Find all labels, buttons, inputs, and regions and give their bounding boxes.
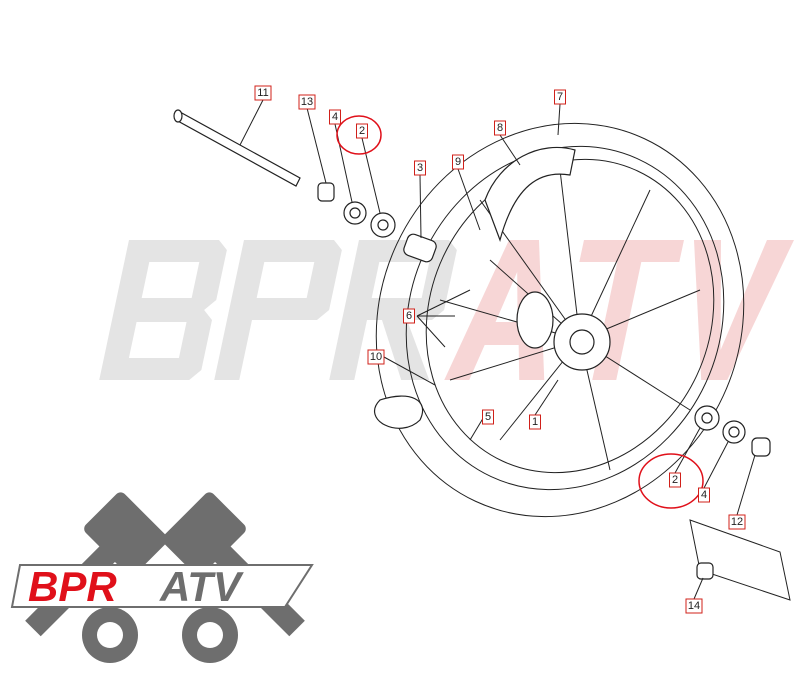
- logo-text-bpr: BPR: [28, 563, 117, 610]
- callout-box: [554, 89, 566, 105]
- callout-14: 14: [685, 598, 703, 614]
- callout-1: 1: [529, 414, 541, 430]
- callout-number: 14: [688, 600, 700, 612]
- callout-11: 11: [254, 85, 272, 101]
- callout-box: [367, 349, 385, 365]
- rim-band: [484, 146, 576, 242]
- callout-number: 10: [370, 351, 382, 363]
- watermark: [99, 240, 794, 380]
- callout-number: 4: [701, 489, 707, 501]
- callout-8: 8: [494, 120, 506, 136]
- callout-12: 12: [728, 514, 746, 530]
- callout-box: [698, 487, 710, 503]
- callout-number: 4: [332, 111, 338, 123]
- highlight-circle-bearing-right: [638, 453, 704, 509]
- callout-13: 13: [298, 94, 316, 110]
- callout-2: 2: [669, 472, 681, 488]
- callout-box: [329, 109, 341, 125]
- callout-3: 3: [414, 160, 426, 176]
- callout-number: 5: [485, 411, 491, 423]
- highlight-circle-bearing-left: [336, 115, 382, 155]
- callout-number: 2: [672, 474, 678, 486]
- callout-6: 6: [403, 308, 415, 324]
- callout-4: 4: [329, 109, 341, 125]
- callout-box: [298, 94, 316, 110]
- callout-9: 9: [452, 154, 464, 170]
- callout-number: 2: [359, 125, 365, 137]
- callout-number: 13: [301, 96, 313, 108]
- callout-box: [669, 472, 681, 488]
- bpratv-logo: BPR ATV: [10, 492, 314, 663]
- callout-box: [414, 160, 426, 176]
- callout-2: 2: [356, 123, 368, 139]
- callout-number: 6: [406, 310, 412, 322]
- bracket: [689, 519, 791, 601]
- nut: [696, 562, 714, 580]
- callout-box: [494, 120, 506, 136]
- callout-number: 1: [532, 416, 538, 428]
- tube-valve: [373, 395, 424, 429]
- watermark-bpr: [99, 240, 457, 380]
- callout-number: 11: [257, 87, 268, 99]
- wheel: [375, 122, 745, 518]
- callout-box: [728, 514, 746, 530]
- leader-lines: [239, 99, 756, 600]
- callout-box: [403, 308, 415, 324]
- callout-7: 7: [554, 89, 566, 105]
- callout-box: [254, 85, 272, 101]
- callout-box: [482, 409, 494, 425]
- callout-box: [452, 154, 464, 170]
- axle: [173, 109, 301, 187]
- callout-number: 9: [455, 156, 461, 168]
- callout-5: 5: [482, 409, 494, 425]
- spacer: [403, 233, 437, 263]
- callout-number: 8: [497, 122, 503, 134]
- callout-number: 12: [731, 516, 743, 528]
- watermark-atv: [444, 240, 794, 380]
- callout-10: 10: [367, 349, 385, 365]
- collar-right: [751, 437, 771, 457]
- callout-number: 7: [557, 91, 563, 103]
- callout-box: [356, 123, 368, 139]
- callout-box: [685, 598, 703, 614]
- logo-text-atv: ATV: [159, 563, 244, 610]
- callout-number: 3: [417, 162, 423, 174]
- callout-4: 4: [698, 487, 710, 503]
- collar: [317, 182, 335, 202]
- callout-box: [529, 414, 541, 430]
